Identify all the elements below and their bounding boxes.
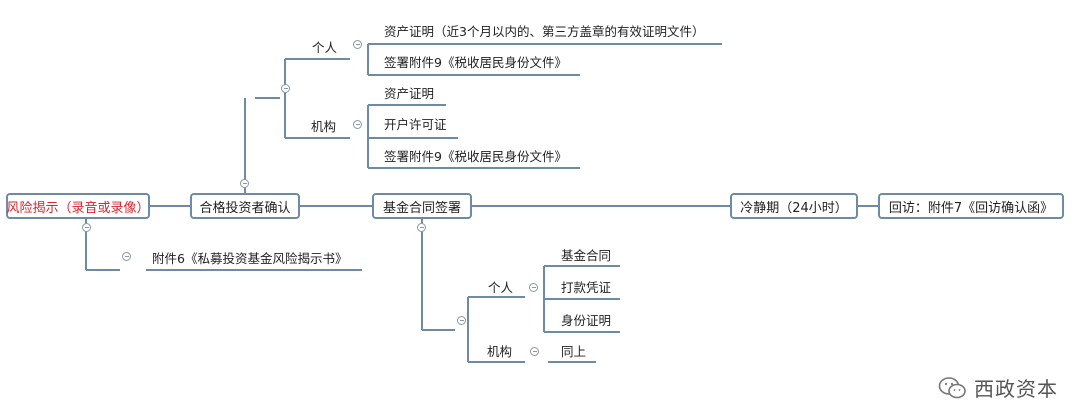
qualify-individual-item: 签署附件9《税收居民身份文件》 bbox=[384, 55, 567, 70]
collapse-toggle-qualify-institution[interactable] bbox=[353, 120, 362, 129]
qualify-institution-item: 资产证明 bbox=[384, 86, 435, 101]
collapse-toggle-contract-individual[interactable] bbox=[529, 283, 538, 292]
collapse-toggle-risk-item[interactable] bbox=[122, 252, 131, 261]
cooling-period-node[interactable]: 冷静期（24小时） bbox=[730, 193, 858, 219]
qualify-institution-item: 开户许可证 bbox=[384, 117, 447, 132]
contract-individual-item: 身份证明 bbox=[561, 313, 612, 328]
qualify-individual-label: 个人 bbox=[312, 40, 338, 55]
qualify-institution-label: 机构 bbox=[311, 119, 337, 134]
qualified-investor-node[interactable]: 合格投资者确认 bbox=[190, 193, 300, 219]
contract-signing-node[interactable]: 基金合同签署 bbox=[372, 193, 472, 219]
contract-individual-item: 基金合同 bbox=[561, 248, 612, 263]
wechat-icon bbox=[938, 376, 966, 398]
risk-attachment-item: 附件6《私募投资基金风险揭示书》 bbox=[152, 251, 348, 266]
collapse-toggle-qualify-mid[interactable] bbox=[281, 84, 290, 93]
collapse-toggle-qualify[interactable] bbox=[240, 179, 249, 188]
collapse-toggle-qualify-individual[interactable] bbox=[353, 40, 362, 49]
collapse-toggle-risk[interactable] bbox=[82, 223, 91, 232]
qualify-institution-item: 签署附件9《税收居民身份文件》 bbox=[384, 149, 567, 164]
qualify-individual-item: 资产证明（近3个月以内的、第三方盖章的有效证明文件） bbox=[384, 24, 705, 39]
contract-individual-label: 个人 bbox=[488, 280, 514, 295]
collapse-toggle-contract-mid[interactable] bbox=[457, 316, 466, 325]
collapse-toggle-contract[interactable] bbox=[417, 223, 426, 232]
contract-institution-item: 同上 bbox=[561, 344, 587, 359]
risk-disclosure-node[interactable]: 风险揭示（录音或录像） bbox=[6, 193, 150, 219]
watermark-text: 西政资本 bbox=[974, 377, 1058, 401]
collapse-toggle-contract-institution[interactable] bbox=[530, 347, 539, 356]
revisit-node[interactable]: 回访：附件7《回访确认函》 bbox=[878, 193, 1064, 219]
contract-individual-item: 打款凭证 bbox=[561, 280, 612, 295]
contract-institution-label: 机构 bbox=[487, 344, 513, 359]
watermark: 西政资本 bbox=[938, 373, 1058, 402]
